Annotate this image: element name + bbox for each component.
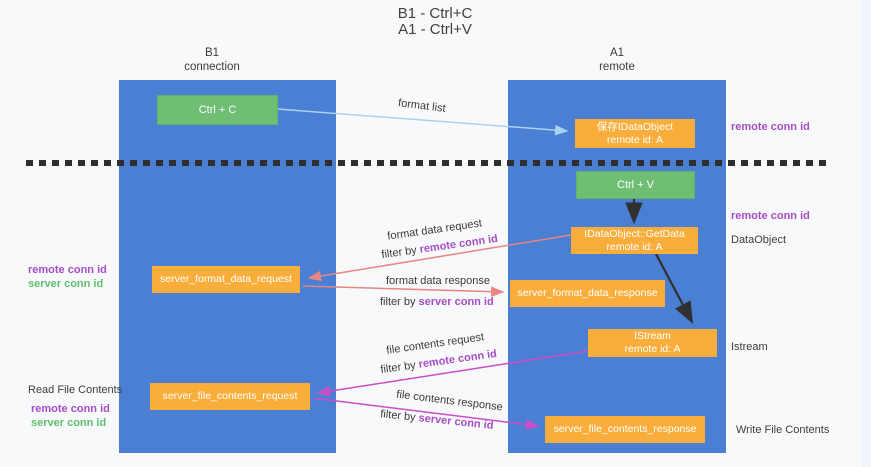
lane-header-b1: B1 connection bbox=[152, 46, 272, 74]
server-format-data-response-label: server_format_data_response bbox=[517, 287, 658, 299]
save-idataobject-line1: 保存IDataObject bbox=[596, 120, 674, 133]
lane-b1-subtitle: connection bbox=[184, 61, 240, 73]
edge-label-filter-server-2: filter by server conn id bbox=[380, 408, 494, 432]
filter-by-text-3: filter by bbox=[379, 358, 420, 377]
edge-label-format-data-response: format data response bbox=[386, 275, 490, 287]
window-edge-strip bbox=[861, 0, 871, 467]
node-server-file-contents-response: server_file_contents_response bbox=[545, 416, 705, 443]
lane-header-a1: A1 remote bbox=[557, 46, 677, 74]
node-server-format-data-response: server_format_data_response bbox=[510, 280, 665, 307]
node-ctrl-v: Ctrl + V bbox=[576, 171, 695, 199]
label-server-conn-id-left-top: server conn id bbox=[28, 278, 104, 290]
node-idataobject-getdata: IDataObject::GetData remote id: A bbox=[571, 227, 698, 254]
label-remote-conn-id-left-bottom: remote conn id bbox=[31, 403, 110, 415]
label-remote-conn-id-right-top: remote conn id bbox=[731, 121, 810, 133]
remote-conn-id-text-2: remote conn id bbox=[417, 347, 498, 371]
getdata-line2: remote id: A bbox=[606, 240, 663, 253]
diagram-title: B1 - Ctrl+C A1 - Ctrl+V bbox=[350, 6, 520, 38]
getdata-line1: IDataObject::GetData bbox=[584, 227, 685, 240]
node-istream: IStream remote id: A bbox=[588, 329, 717, 357]
label-write-file-contents: Write File Contents bbox=[736, 424, 830, 436]
server-format-data-request-label: server_format_data_request bbox=[160, 273, 292, 285]
node-ctrl-c: Ctrl + C bbox=[157, 95, 278, 125]
filter-by-text-2: filter by bbox=[380, 296, 419, 308]
istream-line1: IStream bbox=[634, 330, 671, 342]
label-dataobject: DataObject bbox=[731, 234, 787, 246]
lane-b1-title: B1 bbox=[204, 47, 220, 59]
edge-label-file-contents-response: file contents response bbox=[395, 388, 504, 414]
lane-a1-title: A1 bbox=[609, 47, 625, 59]
filter-by-text-1: filter by bbox=[380, 243, 421, 262]
ctrl-v-label: Ctrl + V bbox=[617, 178, 654, 191]
ctrl-c-label: Ctrl + C bbox=[198, 103, 237, 116]
label-remote-conn-id-left-top: remote conn id bbox=[28, 264, 107, 276]
server-conn-id-text-1: server conn id bbox=[418, 296, 494, 308]
filter-by-text-4: filter by bbox=[379, 408, 420, 425]
server-file-contents-response-label: server_file_contents_response bbox=[553, 423, 697, 435]
node-server-format-data-request: server_format_data_request bbox=[152, 266, 300, 293]
label-istream: Istream bbox=[731, 341, 768, 353]
title-line-2: A1 - Ctrl+V bbox=[398, 21, 472, 38]
lane-a1-subtitle: remote bbox=[599, 61, 635, 73]
title-line-1: B1 - Ctrl+C bbox=[397, 5, 473, 22]
istream-line2: remote id: A bbox=[624, 343, 681, 355]
label-server-conn-id-left-bottom: server conn id bbox=[31, 417, 107, 429]
label-remote-conn-id-right-mid: remote conn id bbox=[731, 210, 810, 222]
edge-label-filter-server-1: filter by server conn id bbox=[380, 296, 494, 308]
dashed-separator-line bbox=[26, 160, 832, 166]
label-read-file-contents: Read File Contents bbox=[28, 384, 123, 396]
server-file-contents-request-label: server_file_contents_request bbox=[162, 390, 298, 402]
save-idataobject-line2: remote id: A bbox=[606, 133, 664, 146]
node-server-file-contents-request: server_file_contents_request bbox=[150, 383, 310, 410]
node-save-idataobject: 保存IDataObject remote id: A bbox=[575, 119, 695, 148]
server-conn-id-text-2: server conn id bbox=[417, 412, 495, 432]
edge-label-format-list: format list bbox=[397, 97, 447, 115]
